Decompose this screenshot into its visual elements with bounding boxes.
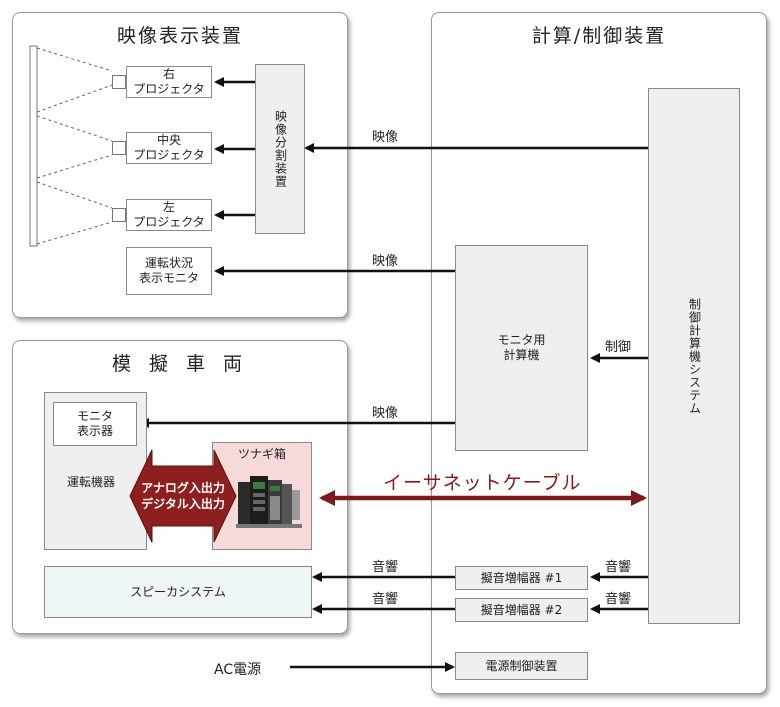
label-sound-4: 音響 [605,592,632,607]
display-panel-title: 映像表示装置 [116,25,243,47]
label-control: 制御 [605,340,632,355]
sound-amp-1: 擬音増幅器 #1 [455,566,588,590]
projector-left-lens [112,208,126,222]
projector-center-lens [112,141,126,155]
compute-panel-title: 計算/制御装置 [531,25,667,47]
projection-beams [36,47,113,245]
label-sound-2: 音響 [605,560,632,575]
label-video-status: 映像 [372,254,399,269]
io-module-graphic-front [236,476,302,528]
label-video-display: 映像 [372,406,399,421]
projector-center: 中央プロジェクタ [126,132,212,164]
label-sound-3: 音響 [372,592,399,607]
sound-amp-2: 擬音増幅器 #2 [455,598,588,622]
power-control: 電源制御装置 [455,652,588,680]
speaker-system: スピーカシステム [44,566,312,618]
monitor-display: モニタ表示器 [53,402,137,446]
projector-left: 左プロジェクタ [126,199,212,231]
projection-screen [29,45,38,247]
projector-right: 右プロジェクタ [126,66,212,98]
io-label: アナログ入出力デジタル入出力 [141,481,225,511]
status-monitor: 運転状況表示モニタ [126,247,212,295]
io-double-arrow-front [129,449,237,543]
monitor-computer: モニタ用計算機 [455,245,588,451]
projector-right-lens [112,75,126,89]
video-splitter: 映像分割装置 [255,64,305,234]
label-ethernet: イーサネットケーブル [383,472,582,494]
label-sound-1: 音響 [372,560,399,575]
vehicle-panel-title: 模 擬 車 両 [111,353,249,375]
label-video-splitter: 映像 [372,130,399,145]
control-computer-system: 制御計算機システム [648,88,740,624]
label-ac-power: AC電源 [214,662,262,678]
